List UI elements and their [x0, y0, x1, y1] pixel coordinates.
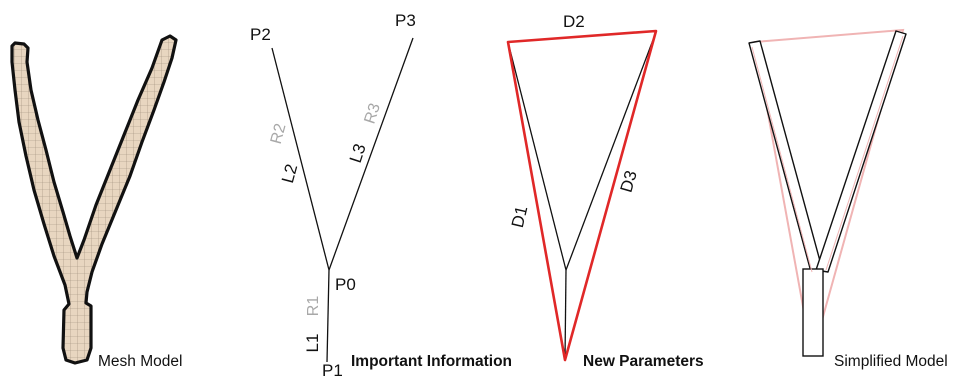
length-l1-label: L1 — [303, 334, 322, 353]
radius-r3-label: R3 — [361, 101, 384, 126]
length-l2-label: L2 — [278, 162, 301, 185]
parameter-triangle — [506, 29, 658, 362]
mesh-model-caption: Mesh Model — [98, 353, 182, 370]
radius-r1-label: R1 — [305, 296, 322, 317]
branch-l3-line — [328, 37, 414, 271]
inner-branch-trunk — [564, 269, 567, 361]
simplified-right-branch — [815, 30, 907, 273]
distance-d3-label: D3 — [617, 168, 641, 194]
inner-branch-left — [507, 41, 567, 271]
simplified-model-caption: Simplified Model — [834, 353, 948, 370]
simplified-parameter-triangle — [753, 28, 905, 357]
radius-r2-label: R2 — [268, 122, 290, 146]
mesh-model-panel: Mesh Model — [10, 34, 182, 370]
point-p2-label: P2 — [250, 25, 271, 44]
distance-d1-label: D1 — [508, 204, 531, 229]
simplified-model-panel: Simplified Model — [748, 28, 948, 370]
branch-l2-line — [271, 47, 330, 271]
point-p1-label: P1 — [322, 361, 343, 379]
length-l3-label: L3 — [346, 141, 370, 165]
simplified-trunk — [802, 268, 824, 357]
mesh-model-shape — [10, 34, 178, 365]
important-information-caption: Important Information — [351, 353, 512, 370]
point-p0-label: P0 — [335, 275, 356, 294]
simplified-pink-accent — [751, 35, 904, 273]
new-parameters-panel: D2 D1 D3 New Parameters — [506, 12, 704, 370]
new-parameters-caption: New Parameters — [583, 353, 704, 370]
point-p3-label: P3 — [395, 11, 416, 30]
branch-l1-line — [326, 269, 330, 363]
inner-branch-right — [565, 31, 657, 271]
distance-d2-label: D2 — [563, 12, 585, 31]
important-information-panel: P2 P3 P0 P1 L2 R2 L3 R3 R1 L1 Important … — [250, 11, 512, 379]
